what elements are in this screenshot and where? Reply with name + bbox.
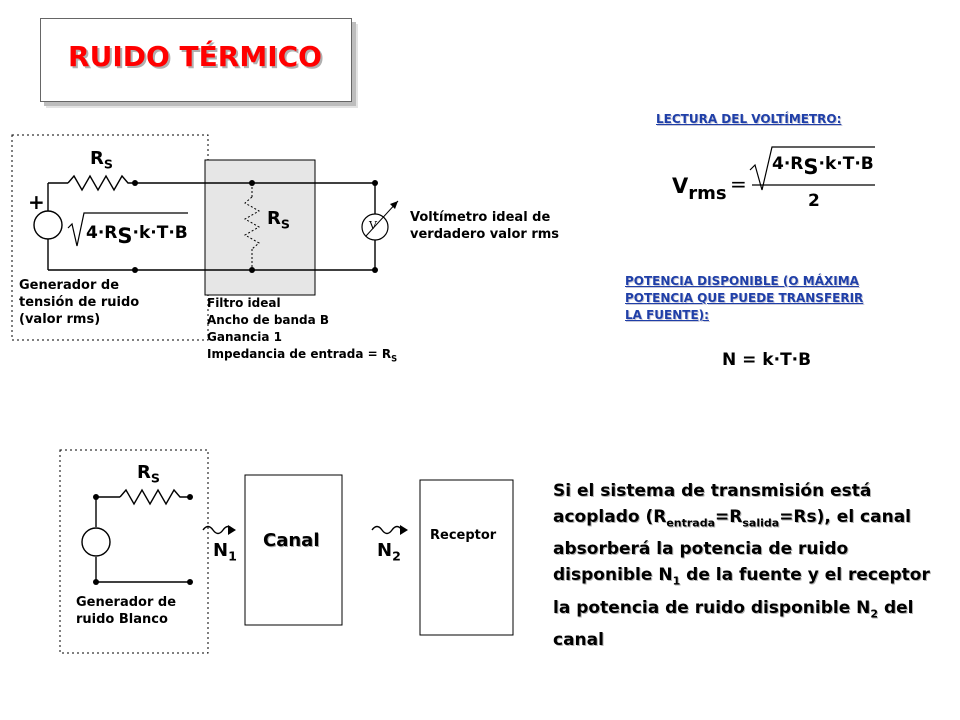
title-box (40, 18, 352, 102)
receiver-label: Receptor (430, 528, 497, 543)
plus-sign: + (28, 190, 45, 214)
equals-sign: = (730, 172, 747, 196)
sqrt-sign (749, 146, 875, 191)
vrms-numerator: 4·RS·k·T·B (772, 154, 874, 179)
voltmeter-caption: Voltímetro ideal de verdadero valor rms (410, 210, 560, 242)
white-noise-dashed-box (59, 449, 209, 654)
rs-resistor (67, 174, 135, 192)
receiver-box (419, 479, 514, 636)
noise-source (33, 210, 63, 240)
power-formula: N = k·T·B (722, 350, 812, 370)
voltmeter-reading-heading: LECTURA DEL VOLTÍMETRO: (656, 112, 842, 126)
vrms-denominator: 2 (808, 191, 820, 211)
white-noise-source (81, 527, 111, 557)
vrms-symbol: Vrms (672, 174, 727, 204)
node-dot (132, 267, 138, 273)
rs-resistor-bottom (119, 488, 190, 506)
sqrt-sign (67, 212, 188, 247)
matching-paragraph: Si el sistema de transmisión está acopla… (553, 481, 930, 651)
white-noise-caption: Generador de ruido Blanco (76, 595, 177, 627)
noise-arrow-n2 (371, 525, 403, 535)
node-dot (187, 494, 193, 500)
channel-label: Canal (263, 530, 320, 551)
channel-box (244, 474, 343, 626)
rs-label-bottom: RS (137, 462, 160, 486)
ideal-filter-box (204, 159, 316, 296)
power-heading: POTENCIA DISPONIBLE (O MÁXIMA POTENCIA Q… (625, 274, 864, 322)
page-title: RUIDO TÉRMICO (68, 40, 322, 73)
voltmeter-symbol: V (369, 219, 377, 232)
node-dot (93, 579, 99, 585)
rs-label: RS (90, 148, 113, 172)
generator-caption: Generador de tensión de ruido (valor rms… (19, 278, 140, 327)
filter-caption: Filtro ideal Ancho de banda B Ganancia 1… (207, 296, 398, 364)
node-dot (132, 180, 138, 186)
source-formula: 4·RS·k·T·B (86, 223, 188, 248)
voltmeter-needle (365, 200, 399, 237)
filter-resistor (243, 196, 261, 250)
n1-label: N1 (213, 540, 237, 564)
n2-label: N2 (377, 540, 401, 564)
filter-rs-label: RS (267, 208, 290, 232)
node-dot (187, 579, 193, 585)
node-dot (93, 494, 99, 500)
